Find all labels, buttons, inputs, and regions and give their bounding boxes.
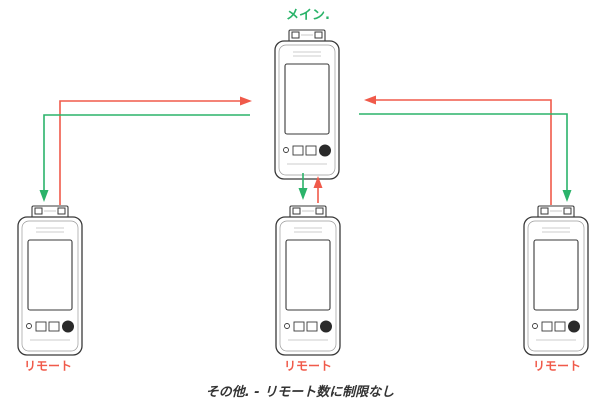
arrow-left-green <box>39 114 250 202</box>
arrow-left-red <box>59 96 252 205</box>
remote-label-center: リモート <box>284 359 332 373</box>
remote-device-right-icon <box>523 205 589 356</box>
arrow-right-green <box>359 113 572 202</box>
main-device-icon <box>274 29 340 180</box>
arrow-center-green <box>298 173 308 200</box>
remote-device-center-icon <box>275 205 341 356</box>
arrow-right-red <box>364 95 552 205</box>
remote-device-left-icon <box>17 205 83 356</box>
arrow-center-red <box>313 176 323 203</box>
remote-label-left: リモート <box>24 359 72 373</box>
remote-label-right: リモート <box>533 359 581 373</box>
caption: その他. - リモート数に制限なし <box>206 384 394 400</box>
main-label: メイン. <box>286 8 330 23</box>
